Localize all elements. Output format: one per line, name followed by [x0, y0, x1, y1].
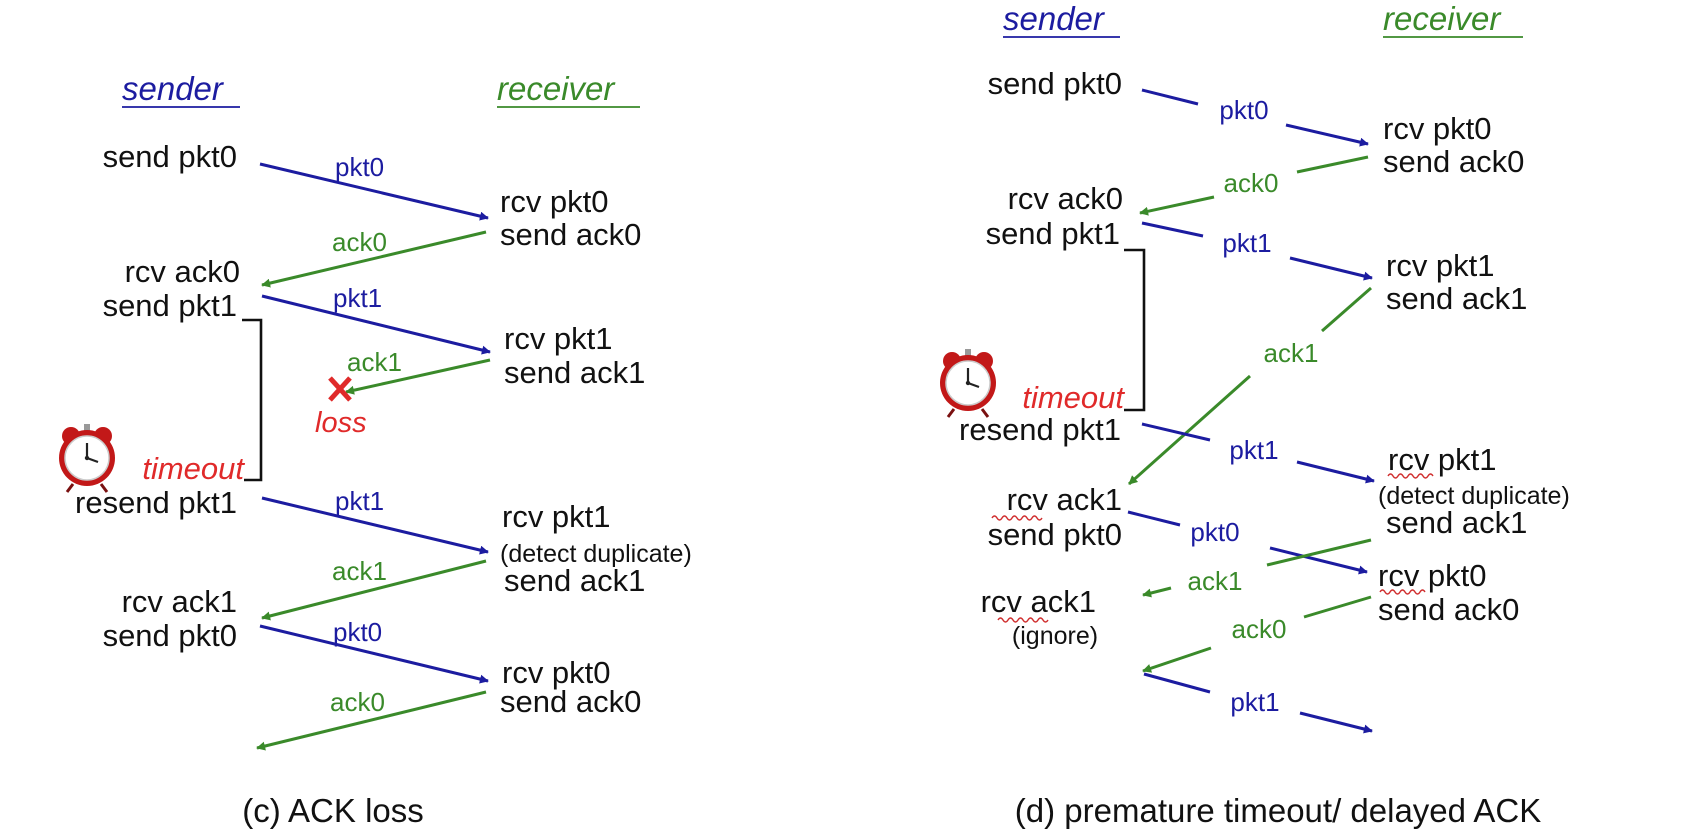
message-label: ack1 — [1188, 566, 1243, 596]
sender-heading: sender — [1003, 0, 1106, 37]
receiver-event: rcv pkt0 — [1383, 111, 1492, 146]
receiver-event: rcv pkt1 — [1386, 248, 1495, 283]
receiver-event: send ack0 — [1383, 144, 1524, 179]
loss-label: loss — [315, 407, 367, 439]
pkt-arrow — [1299, 711, 1373, 734]
ack-arrow — [261, 559, 487, 621]
receiver-event: send ack0 — [500, 217, 641, 252]
pkt-arrow — [261, 496, 489, 555]
receiver-event: send ack1 — [504, 563, 645, 598]
sender-event: send pkt1 — [103, 288, 237, 323]
timeout-label: timeout — [1022, 380, 1125, 415]
sender-event: send pkt0 — [103, 618, 237, 653]
alarm-clock-icon — [57, 422, 117, 494]
message-label: pkt1 — [333, 283, 382, 313]
message-label: pkt1 — [335, 486, 384, 516]
ack-arrow — [1296, 155, 1369, 174]
caption: (d) premature timeout/ delayed ACK — [1015, 792, 1541, 829]
receiver-event: rcv pkt0 — [502, 655, 611, 690]
sender-event: send pkt0 — [988, 517, 1122, 552]
pkt-arrow — [1269, 546, 1368, 575]
spell-underline — [997, 617, 1049, 623]
receiver-event: rcv pkt1 — [504, 321, 613, 356]
message-label: pkt1 — [1230, 687, 1279, 717]
caption: (c) ACK loss — [242, 792, 424, 829]
sender-event: resend pkt1 — [959, 412, 1121, 447]
ack-arrow-delayed — [1321, 286, 1372, 333]
message-label: pkt1 — [1222, 228, 1271, 258]
ack-arrow-delayed — [1128, 374, 1251, 486]
pkt-arrow — [1285, 123, 1369, 147]
message-label: pkt0 — [335, 152, 384, 182]
ack-arrow — [1142, 586, 1172, 598]
sender-event: rcv ack1 — [1007, 482, 1122, 517]
ack-arrow — [1139, 195, 1215, 216]
panel-ack-loss: sender receiver send pkt0 rcv ack0 send … — [57, 70, 692, 829]
pkt-arrow — [1127, 510, 1181, 527]
sender-event: send pkt0 — [988, 66, 1122, 101]
receiver-heading: receiver — [497, 70, 616, 107]
message-label: ack0 — [1224, 168, 1279, 198]
sender-heading: sender — [122, 70, 225, 107]
receiver-event: rcv pkt0 — [500, 184, 609, 219]
message-label: ack1 — [347, 347, 402, 377]
spell-underline — [991, 515, 1043, 521]
message-label: ack0 — [332, 227, 387, 257]
receiver-event: (detect duplicate) — [500, 540, 692, 568]
sender-event: rcv ack0 — [125, 254, 240, 289]
pkt-arrow — [259, 162, 489, 221]
ack-arrow — [1142, 646, 1212, 673]
ack-arrow-lost — [345, 358, 491, 395]
pkt-arrow — [1141, 221, 1204, 238]
receiver-heading: receiver — [1383, 0, 1502, 37]
sender-event: resend pkt1 — [75, 485, 237, 520]
pkt-arrow — [1289, 256, 1373, 281]
sender-event: rcv ack1 — [122, 584, 237, 619]
ack-arrow — [1303, 595, 1372, 619]
pkt-arrow — [1141, 422, 1211, 442]
ack-arrow — [261, 230, 487, 288]
receiver-event: send ack1 — [1386, 281, 1527, 316]
receiver-event: rcv pkt1 — [1388, 442, 1497, 477]
spell-underline — [1379, 589, 1426, 595]
timer-bracket — [242, 318, 263, 482]
pkt-arrow — [1141, 88, 1199, 106]
receiver-event: send ack1 — [504, 355, 645, 390]
message-label: ack0 — [1232, 614, 1287, 644]
message-label: ack1 — [332, 556, 387, 586]
message-label: pkt0 — [1190, 517, 1239, 547]
panel-premature-timeout: sender receiver send pkt0 rcv ack0 send … — [938, 0, 1570, 829]
ack-arrow — [256, 690, 487, 751]
pkt-arrow — [1296, 460, 1375, 484]
receiver-event: send ack0 — [500, 684, 641, 719]
receiver-event: send ack1 — [1386, 505, 1527, 540]
receiver-event: (detect duplicate) — [1378, 482, 1570, 510]
receiver-event: rcv pkt1 — [502, 499, 611, 534]
message-label: ack1 — [1264, 338, 1319, 368]
ack-arrow — [1266, 538, 1372, 567]
message-label: ack0 — [330, 687, 385, 717]
message-label: pkt0 — [1219, 95, 1268, 125]
timeout-label: timeout — [142, 451, 245, 486]
alarm-clock-icon — [938, 347, 998, 419]
receiver-event: send ack0 — [1378, 592, 1519, 627]
sender-event: rcv ack1 — [981, 584, 1096, 619]
receiver-event: rcv pkt0 — [1378, 558, 1487, 593]
message-label: pkt0 — [333, 617, 382, 647]
spell-underline — [1387, 473, 1434, 479]
message-label: pkt1 — [1229, 435, 1278, 465]
sender-event: send pkt1 — [986, 216, 1120, 251]
pkt-arrow — [1143, 672, 1211, 694]
pkt-arrow — [261, 294, 491, 355]
loss-x-icon — [328, 376, 352, 402]
sender-note: (ignore) — [1012, 622, 1098, 650]
sender-event: rcv ack0 — [1008, 181, 1123, 216]
sender-event: send pkt0 — [103, 139, 237, 174]
pkt-arrow — [259, 624, 489, 684]
timer-bracket — [1124, 248, 1146, 412]
